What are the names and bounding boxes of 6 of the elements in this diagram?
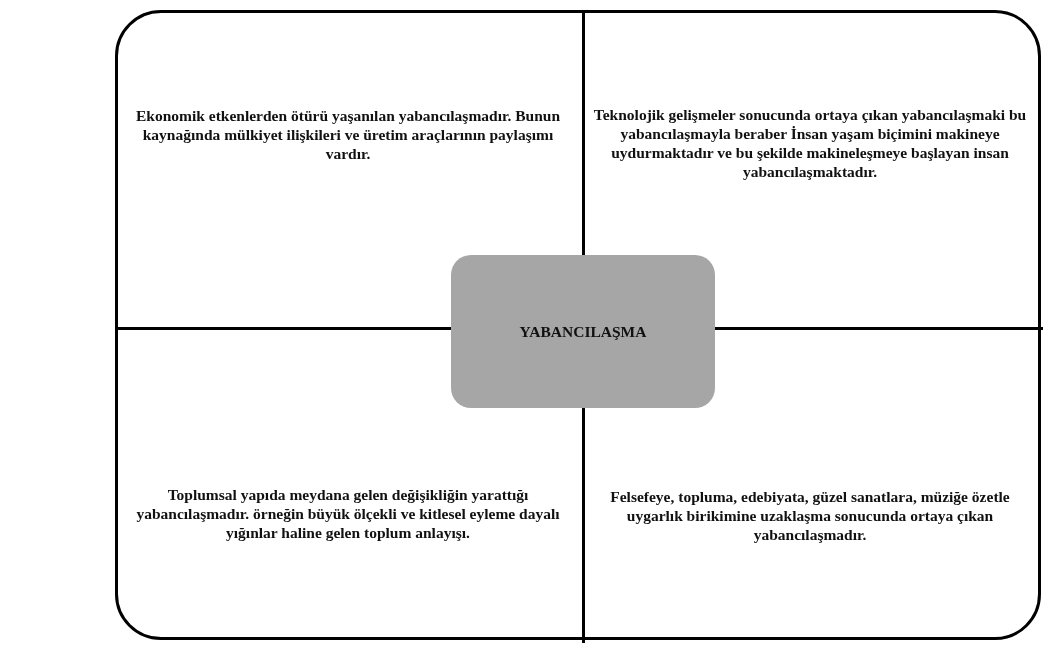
rounded-frame xyxy=(115,10,1041,640)
center-box: YABANCILAŞMA xyxy=(451,255,715,408)
description-text: Ekonomik etkenlerden ötürü yaşanılan yabancılaşmadır. Bunun kaynağında mülkiyet ilişkileri ve üretim araçlarının paylaşımı vardır. xyxy=(128,106,568,163)
description-text: Toplumsal yapıda meydana gelen değişikliğin yarattığı yabancılaşmadır. örneğin büyük ölçekli ve kitlesel eyleme dayalı yığınlar haline gelen toplum anlayışı. xyxy=(128,485,568,542)
description-text: Teknolojik gelişmeler sonucunda ortaya çıkan yabancılaşmaki bu yabancılaşmayla beraber İnsan yaşam biçimini makineye uydurmaktadır ve bu şekilde makineleşmeye başlayan insan yabancılaşmaktadır. xyxy=(590,105,1030,181)
description-text: Felsefeye, topluma, edebiyata, güzel sanatlara, müziğe özetle uygarlık birikimine uzaklaşma sonucunda ortaya çıkan yabancılaşmadır. xyxy=(590,487,1030,544)
